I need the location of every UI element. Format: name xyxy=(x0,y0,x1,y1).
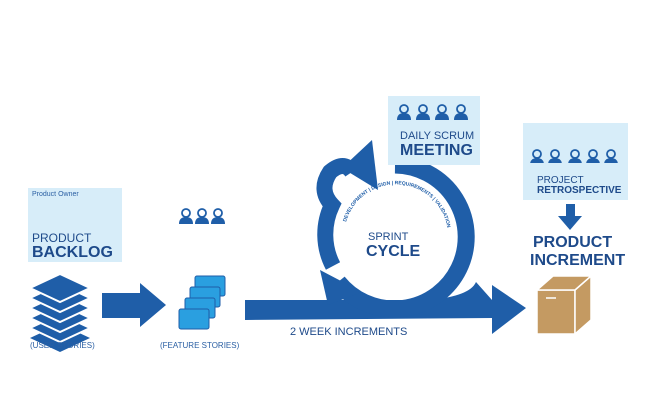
team-icons xyxy=(396,104,469,121)
arrow-down-icon xyxy=(558,204,582,230)
title-line2: RETROSPECTIVE xyxy=(537,185,622,196)
sprint-flow-arrow xyxy=(245,140,526,334)
title-line1: DAILY SCRUM xyxy=(400,130,475,142)
feature-stories-caption: (FEATURE STORIES) xyxy=(160,341,240,350)
package-icon xyxy=(535,274,593,336)
title-line2: BACKLOG xyxy=(32,244,113,261)
product-increment-line2: INCREMENT xyxy=(530,252,626,269)
arrow-right-icon xyxy=(102,283,166,327)
title-line2: MEETING xyxy=(400,142,473,159)
cards-icon xyxy=(178,275,226,330)
title-line1: PRODUCT xyxy=(32,231,92,245)
stack-icon xyxy=(27,272,93,352)
team-icons xyxy=(529,149,619,163)
increments-label: 2 WEEK INCREMENTS xyxy=(290,326,408,338)
product-increment-line1: PRODUCT xyxy=(533,234,613,251)
daily-scrum-panel: DAILY SCRUM MEETING xyxy=(388,96,480,165)
product-backlog-panel: Product Owner PRODUCT BACKLOG xyxy=(28,188,122,262)
sprint-cycle-line1: SPRINT xyxy=(368,231,409,243)
role-label: Product Owner xyxy=(32,191,79,198)
retrospective-panel: PROJECT RETROSPECTIVE xyxy=(523,123,628,200)
sprint-cycle-line2: CYCLE xyxy=(366,243,421,260)
title-line1: PROJECT xyxy=(537,175,584,186)
user-stories-caption: (USER STORIES) xyxy=(30,341,95,350)
